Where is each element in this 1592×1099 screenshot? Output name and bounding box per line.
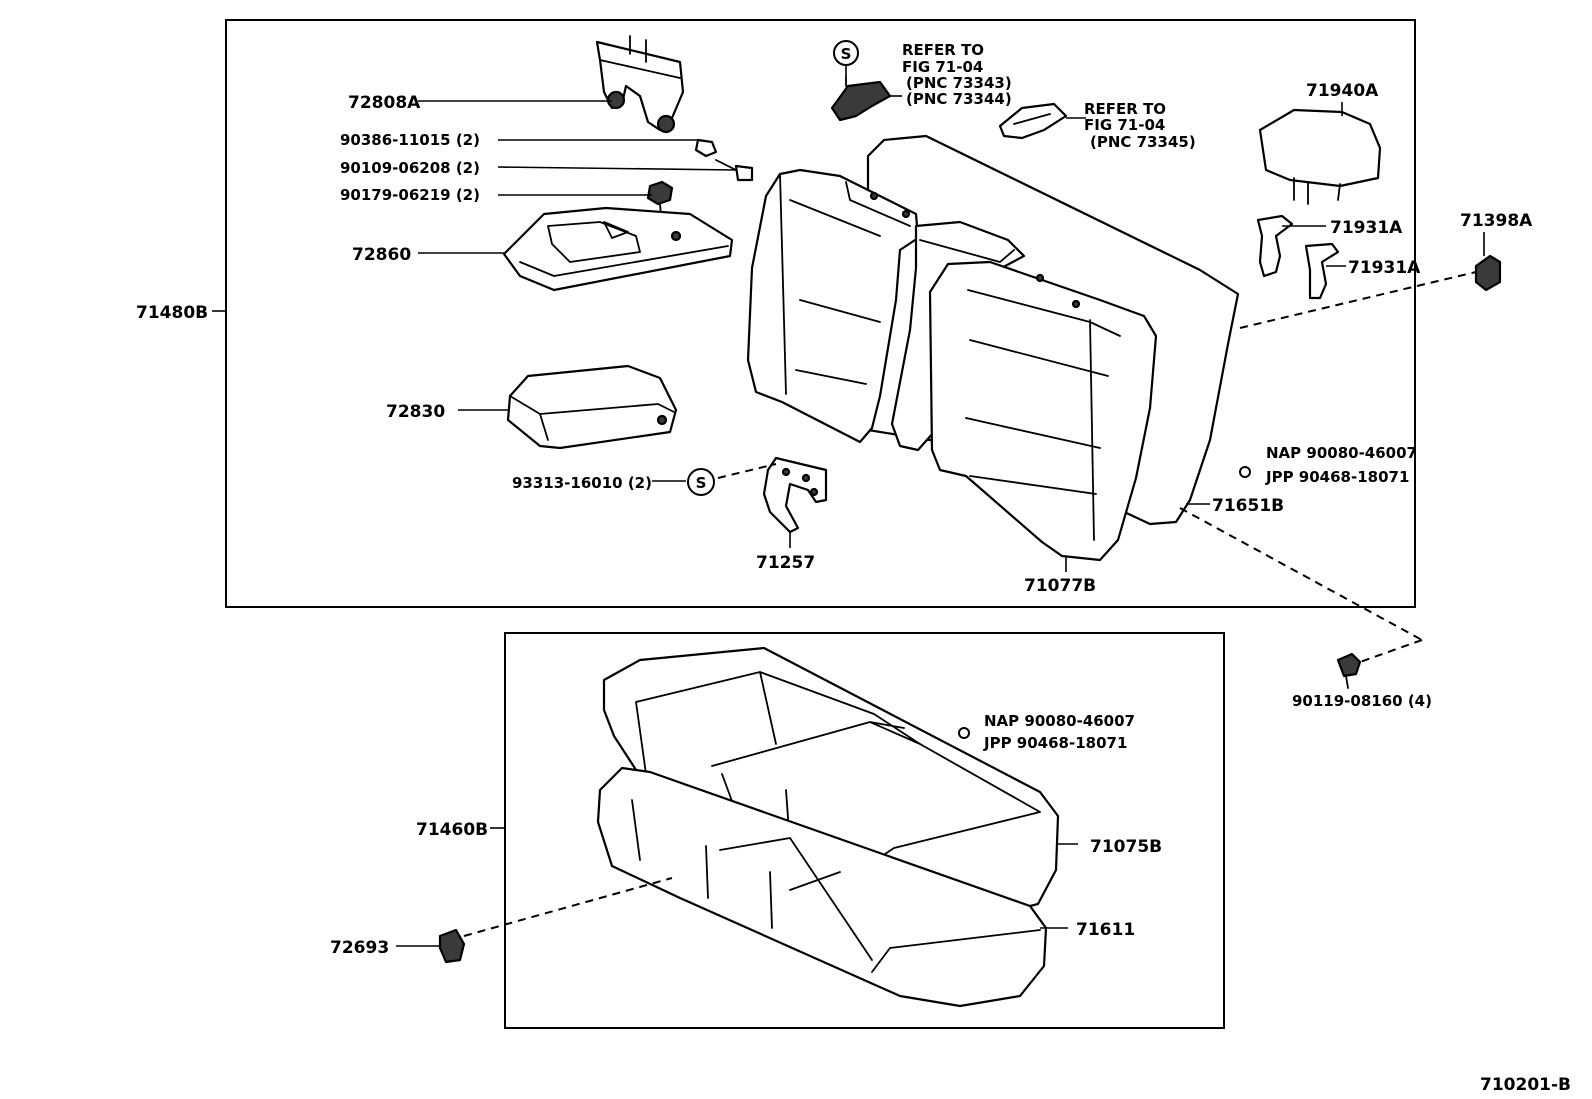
seatback-group-frame: [225, 19, 1416, 608]
bracket-72808a-part: [595, 35, 685, 134]
label-71257: 71257: [756, 553, 815, 573]
bracket-71257-part: [762, 456, 828, 534]
refer1-line2: FIG 71-04: [902, 58, 983, 76]
support-71931a-2-part: [1304, 242, 1340, 300]
label-jpp-lower: JPP 90468-18071: [983, 734, 1127, 752]
clip-71398a-part: [1474, 254, 1502, 292]
label-90109: 90109-06208 (2): [340, 159, 480, 177]
label-71077b: 71077B: [1024, 576, 1096, 596]
s-symbol-93313: S: [687, 468, 715, 496]
label-90386: 90386-11015 (2): [340, 131, 480, 149]
diagram-code: 710201-B: [1480, 1075, 1571, 1095]
svg-text:S: S: [696, 474, 707, 492]
refer2-line3: (PNC 73345): [1090, 133, 1196, 151]
cushion-frame-71611-part: [596, 766, 1048, 1008]
cushion-group-frame: [504, 632, 1225, 1029]
label-nap-lower: NAP 90080-46007: [984, 712, 1135, 730]
label-71940a: 71940A: [1306, 81, 1379, 101]
label-72808a: 72808A: [348, 93, 421, 113]
bolt-90109-part: [715, 159, 754, 182]
label-71480b: 71480B: [136, 303, 208, 323]
label-jpp-upper: JPP 90468-18071: [1265, 468, 1409, 486]
refer2-line2: FIG 71-04: [1084, 116, 1165, 134]
label-72830: 72830: [386, 402, 445, 422]
seatback-left-section-part: [746, 168, 920, 444]
seatback-71077b-part: [928, 260, 1158, 562]
headrest-71940a-part: [1258, 108, 1382, 205]
cover-72860-part: [502, 206, 734, 292]
refer-clip-2-part: [998, 102, 1068, 140]
refer1-line1: REFER TO: [902, 41, 984, 59]
svg-text:S: S: [841, 45, 852, 63]
label-90119: 90119-08160 (4): [1292, 692, 1432, 710]
cushion-71075b-part: [602, 646, 1060, 918]
clip-upper-part: [1239, 466, 1251, 478]
label-71651b: 71651B: [1212, 496, 1284, 516]
label-93313: 93313-16010 (2): [512, 474, 652, 492]
label-72693: 72693: [330, 938, 389, 958]
armrest-72830-part: [506, 364, 678, 450]
bolt-90119-part: [1336, 652, 1362, 689]
refer1-line4: (PNC 73344): [906, 90, 1012, 108]
label-71611: 71611: [1076, 920, 1135, 940]
bolt-90386-part: [694, 138, 718, 158]
refer-clip-1-part: [830, 75, 892, 122]
leader-lines: [212, 66, 1485, 947]
label-71075b: 71075B: [1090, 837, 1162, 857]
label-71931a-1: 71931A: [1330, 218, 1403, 238]
s-symbol-refer: S: [833, 40, 859, 66]
label-71398a: 71398A: [1460, 211, 1533, 231]
label-72860: 72860: [352, 245, 411, 265]
refer2-line1: REFER TO: [1084, 100, 1166, 118]
refer1-line3: (PNC 73343): [906, 74, 1012, 92]
label-90179: 90179-06219 (2): [340, 186, 480, 204]
clip-72693-part: [438, 928, 466, 964]
label-71460b: 71460B: [416, 820, 488, 840]
label-71931a-2: 71931A: [1348, 258, 1421, 278]
support-71931a-1-part: [1256, 214, 1294, 278]
label-nap-upper: NAP 90080-46007: [1266, 444, 1417, 462]
clip-lower-part: [958, 727, 970, 739]
